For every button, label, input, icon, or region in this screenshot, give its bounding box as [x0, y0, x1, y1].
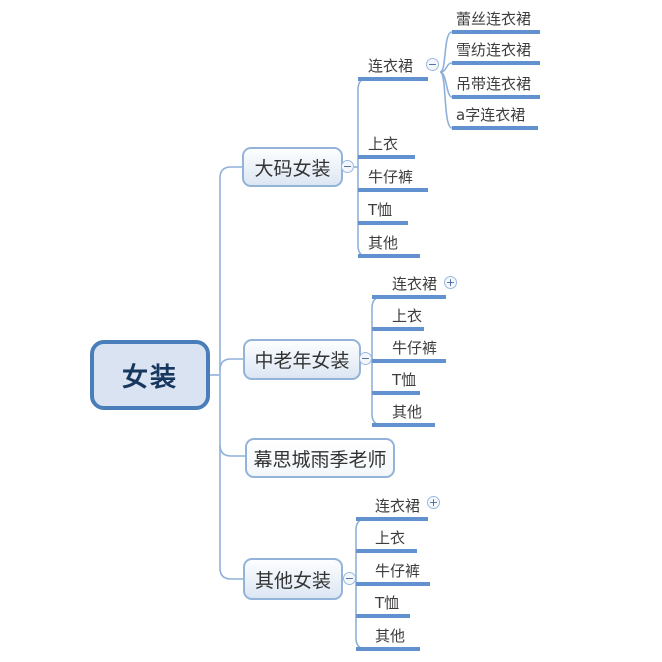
subtopic-label[interactable]: 牛仔裤 — [368, 168, 414, 186]
subtopic-label[interactable]: 上衣 — [392, 307, 423, 325]
subtopic-label[interactable]: 连衣裙 — [392, 275, 438, 293]
root-topic[interactable]: 女装 — [90, 340, 210, 410]
subtopic-label[interactable]: 牛仔裤 — [375, 562, 421, 580]
subtopic-label[interactable]: 吊带连衣裙 — [456, 75, 532, 93]
branch-node-middle-aged[interactable]: 中老年女装 — [243, 339, 361, 380]
subtopic-label[interactable]: 上衣 — [375, 529, 406, 547]
branch-node-plus-size[interactable]: 大码女装 — [242, 147, 343, 187]
subtopic-label[interactable]: a字连衣裙 — [456, 106, 526, 124]
subtopic-label[interactable]: 连衣裙 — [375, 497, 421, 515]
expand-button[interactable]: + — [427, 495, 440, 509]
subtopic-label[interactable]: 其他 — [392, 403, 423, 421]
subtopic-label[interactable]: T恤 — [375, 594, 400, 612]
expand-button[interactable]: + — [444, 275, 457, 289]
subtopic-label[interactable]: 牛仔裤 — [392, 339, 438, 357]
subtopic-label[interactable]: 蕾丝连衣裙 — [456, 10, 532, 28]
subtopic-label[interactable]: 其他 — [368, 234, 399, 252]
branch-node-teacher[interactable]: 幕思城雨季老师 — [245, 438, 395, 478]
collapse-button[interactable]: − — [426, 57, 439, 71]
subtopic-label[interactable]: T恤 — [368, 201, 393, 219]
collapse-button[interactable]: − — [359, 351, 372, 365]
branch-node-other[interactable]: 其他女装 — [243, 558, 343, 600]
subtopic-label[interactable]: T恤 — [392, 371, 417, 389]
subtopic-label[interactable]: 其他 — [375, 627, 406, 645]
collapse-button[interactable]: − — [341, 159, 354, 173]
subtopic-label[interactable]: 上衣 — [368, 135, 399, 153]
subtopic-label[interactable]: 雪纺连衣裙 — [456, 41, 532, 59]
collapse-button[interactable]: − — [343, 571, 356, 585]
subtopic-label[interactable]: 连衣裙 — [368, 57, 414, 75]
